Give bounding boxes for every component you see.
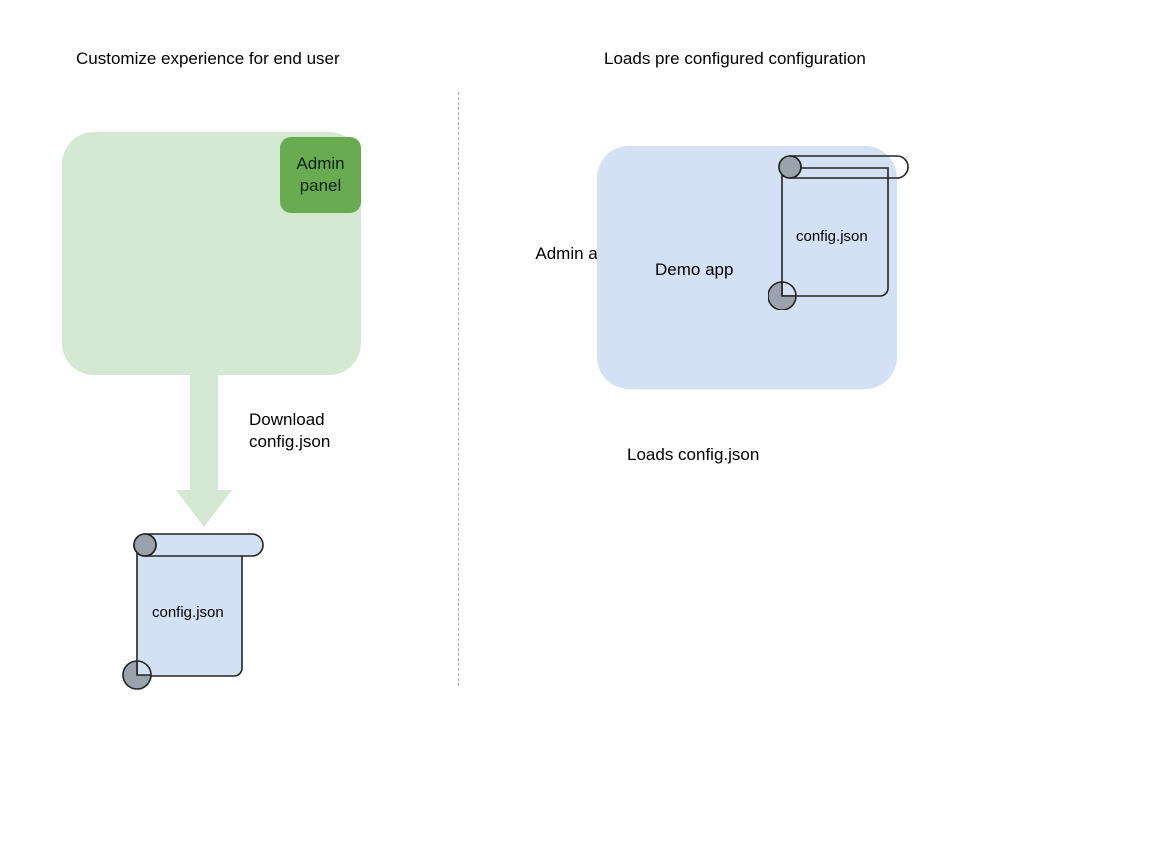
demo-app-box[interactable] xyxy=(597,146,897,389)
admin-panel-label: Admin panel xyxy=(296,153,344,197)
section-title-right: Loads pre configured configuration xyxy=(604,49,866,68)
download-arrow-caption: Download config.json xyxy=(249,409,330,453)
admin-panel-label-line1: Admin xyxy=(296,154,345,173)
section-title-left: Customize experience for end user xyxy=(76,49,340,68)
config-json-document-left[interactable] xyxy=(118,526,268,691)
config-json-document-right[interactable] xyxy=(768,150,914,310)
download-caption-line2: config.json xyxy=(249,432,331,451)
vertical-divider xyxy=(458,92,459,686)
admin-panel-chip[interactable]: Admin panel xyxy=(280,137,361,213)
admin-panel-label-line2: panel xyxy=(299,176,342,195)
download-arrow-icon xyxy=(176,372,232,527)
config-json-label-left: config.json xyxy=(152,604,224,621)
download-caption-line1: Download xyxy=(249,410,325,429)
config-json-label-right: config.json xyxy=(796,228,868,245)
loads-config-caption: Loads config.json xyxy=(627,445,760,464)
